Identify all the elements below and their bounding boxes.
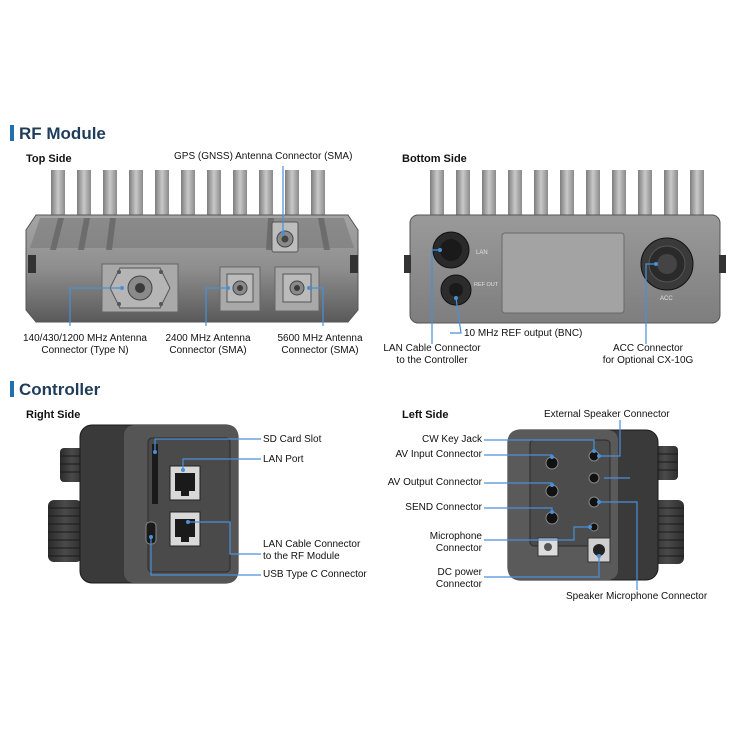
rotary-knob [48, 500, 82, 562]
gps-connector [271, 221, 299, 253]
bottom-side-title: Bottom Side [402, 153, 467, 165]
lan-print: LAN [476, 250, 488, 256]
sd-card-slot [152, 444, 158, 504]
dc-power-jack [587, 537, 611, 563]
sd-card-label: SD Card Slot [263, 434, 322, 445]
ext-speaker-label: External Speaker Connector [544, 409, 670, 420]
controller-right-side-unit [48, 424, 261, 584]
heatsink-fins [430, 170, 704, 218]
lan-port-jack [169, 465, 201, 501]
acc-label: ACC Connector for Optional CX-10G [602, 343, 694, 366]
rf-top-leader-dots [120, 231, 311, 290]
right-side-leader-lines [150, 438, 261, 576]
lan-port-label: LAN Port [263, 454, 304, 465]
type-n-label: 140/430/1200 MHz Antenna Connector (Type… [23, 333, 147, 356]
lan-to-rf-label: LAN Cable Connector to the RF Module [263, 539, 361, 562]
microphone-label: Microphone Connector [429, 531, 482, 554]
left-side-title: Left Side [402, 409, 449, 421]
ref-print: REF OUT [474, 282, 499, 288]
right-side-leader-dots [149, 450, 190, 539]
speaker-mic-label: Speaker Microphone Connector [566, 591, 708, 602]
rf-top-side-unit [25, 166, 359, 326]
cw-key-jack [588, 472, 600, 484]
av-input-label: AV Input Connector [395, 449, 482, 460]
dc-power-label: DC power Connector [435, 567, 482, 590]
rf-bottom-leader-dots [438, 248, 658, 300]
left-side-leader-dots [550, 449, 601, 558]
usb-c-label: USB Type C Connector [263, 569, 367, 580]
lan-cable-rf-label: LAN Cable Connector to the Controller [383, 343, 481, 366]
av-output-label: AV Output Connector [387, 477, 482, 488]
cw-key-label: CW Key Jack [421, 434, 482, 445]
sma-2400-label: 2400 MHz Antenna Connector (SMA) [165, 333, 251, 356]
top-side-title: Top Side [26, 153, 72, 165]
heatsink-fins [51, 170, 325, 218]
rf-module-title: RF Module [10, 124, 106, 144]
acc-print: ACC [660, 296, 673, 302]
bnc-ref-connector [440, 274, 472, 306]
controller-left-side-unit [484, 420, 684, 590]
ref-output-label: 10 MHz REF output (BNC) [464, 328, 583, 339]
right-side-title: Right Side [26, 409, 81, 421]
controller-title: Controller [10, 380, 100, 400]
rf-top-leader-lines [69, 166, 324, 326]
rf-bottom-side-unit: LAN REF OUT ACC [404, 170, 726, 344]
sma-5600-label: 5600 MHz Antenna Connector (SMA) [277, 333, 363, 356]
sma-2400-connector [219, 266, 261, 312]
send-label: SEND Connector [405, 502, 482, 513]
lan-rf-jack [169, 511, 201, 547]
sma-5600-connector [274, 266, 320, 312]
gps-label: GPS (GNSS) Antenna Connector (SMA) [174, 151, 353, 162]
rf-bottom-leader-lines [431, 249, 656, 344]
title-accent-bar [10, 381, 14, 397]
title-accent-bar [10, 125, 14, 141]
